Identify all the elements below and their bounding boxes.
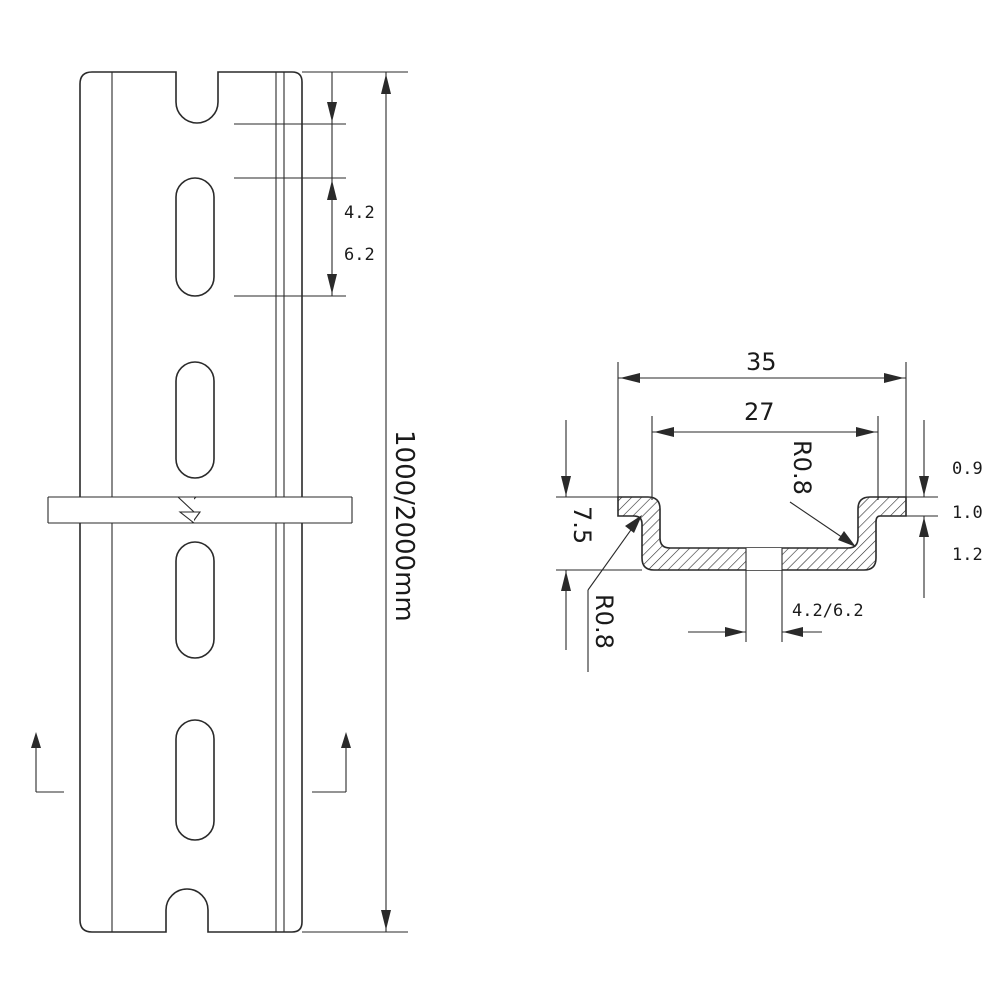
width-27-label: 27 (744, 398, 775, 426)
length-dimension: 1000/2000mm (302, 71, 419, 933)
rail-slot (175, 177, 215, 297)
flange-thickness-label: 1.0 (952, 503, 983, 523)
break-zigzag-visible (177, 496, 196, 524)
slot-width-label: 4.2 (344, 203, 375, 223)
rail-slot (175, 541, 215, 659)
rail-slot (175, 361, 215, 479)
inner-radius-label: R0.8 (788, 440, 816, 495)
rail-slot (175, 719, 215, 841)
width-35-dimension: 35 (617, 348, 907, 497)
inner-radius-callout: R0.8 (788, 440, 856, 547)
outer-radius-label: R0.8 (590, 594, 618, 649)
width-35-label: 35 (746, 348, 777, 376)
length-label: 1000/2000mm (389, 430, 419, 622)
outer-radius-callout: R0.8 (587, 515, 642, 672)
height-dimension: 7.5 (556, 420, 642, 650)
break-band-mask (48, 497, 358, 523)
hole-label: 4.2/6.2 (792, 601, 864, 621)
section-arrow-left (31, 732, 64, 793)
hole-dimension: 4.2/6.2 (688, 570, 864, 642)
section-hole-gap (746, 548, 782, 570)
flange-dimensions: 0.9 1.0 1.2 (906, 420, 983, 598)
rail-front-view: 1000/2000mm 4.2 6.2 (31, 71, 419, 933)
width-27-dimension: 27 (651, 398, 879, 500)
break-zigzag-mask (178, 498, 194, 522)
slot-length-label: 6.2 (344, 245, 375, 265)
height-label: 7.5 (568, 506, 596, 544)
flange-top-label: 0.9 (952, 459, 983, 479)
section-arrow-right (312, 732, 351, 793)
base-thickness-label: 1.2 (952, 545, 983, 565)
slot-dimension: 4.2 6.2 (234, 72, 375, 297)
rail-outline (79, 71, 303, 933)
rail-cross-section: 35 27 R0.8 7.5 (556, 348, 983, 672)
